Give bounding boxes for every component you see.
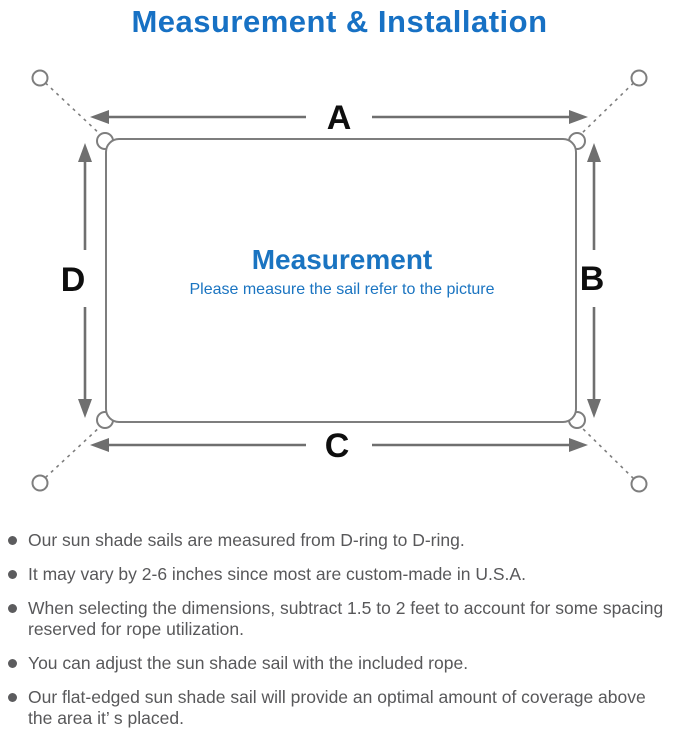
note-item: Our sun shade sails are measured from D-… — [8, 530, 671, 551]
note-text: When selecting the dimensions, subtract … — [28, 598, 664, 639]
bullet-icon — [8, 570, 17, 579]
note-item: Our flat-edged sun shade sail will provi… — [8, 687, 671, 729]
anchor-ring-icon — [630, 475, 648, 493]
bullet-icon — [8, 604, 17, 613]
tie-line — [578, 424, 635, 480]
bullet-icon — [8, 536, 17, 545]
note-item: It may vary by 2-6 inches since most are… — [8, 564, 671, 585]
dimension-label-b: B — [580, 260, 605, 298]
page-title: Measurement & Installation — [131, 4, 548, 39]
dimension-arrow-right: B — [580, 143, 605, 418]
dimension-label-c: C — [325, 427, 350, 465]
dimension-label-d: D — [61, 261, 86, 299]
measurement-subheading: Please measure the sail refer to the pic… — [189, 281, 494, 298]
sail-rectangle — [105, 138, 577, 423]
anchor-ring-icon — [630, 69, 648, 87]
tie-line — [44, 82, 103, 137]
sail-measurement-diagram: A C D B Measurement Please measure the s… — [31, 69, 648, 493]
anchor-ring-icon — [31, 474, 49, 492]
note-item: You can adjust the sun shade sail with t… — [8, 653, 671, 674]
tie-line — [44, 424, 103, 479]
note-text: Our sun shade sails are measured from D-… — [28, 530, 465, 550]
measurement-heading: Measurement — [252, 244, 433, 275]
note-text: Our flat-edged sun shade sail will provi… — [28, 687, 646, 728]
notes-list: Our sun shade sails are measured from D-… — [8, 530, 671, 742]
note-item: When selecting the dimensions, subtract … — [8, 598, 671, 640]
bullet-icon — [8, 693, 17, 702]
tie-line — [578, 82, 635, 137]
note-text: It may vary by 2-6 inches since most are… — [28, 564, 526, 584]
note-text: You can adjust the sun shade sail with t… — [28, 653, 469, 673]
bullet-icon — [8, 659, 17, 668]
dimension-arrow-top: A — [90, 99, 588, 137]
dimension-label-a: A — [327, 99, 352, 137]
anchor-ring-icon — [31, 69, 49, 87]
dimension-arrow-bottom: C — [90, 427, 588, 465]
dimension-arrow-left: D — [61, 143, 92, 418]
